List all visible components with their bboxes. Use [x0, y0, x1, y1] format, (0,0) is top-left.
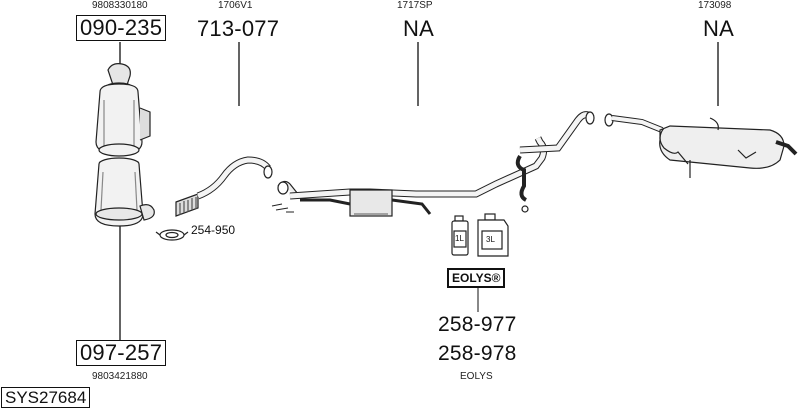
front-pipe-part	[175, 156, 273, 217]
additive-bottles	[451, 213, 509, 257]
part-code-258-977: 258-977	[438, 313, 517, 336]
centre-pipe-part	[271, 111, 595, 217]
part-ref-9808330180: 9808330180	[92, 0, 148, 11]
additive-name: EOLYS	[460, 371, 493, 382]
catalytic-converter-part	[95, 63, 151, 157]
part-code-na-rear: NA	[703, 16, 734, 41]
particle-filter-part	[94, 157, 155, 227]
system-id: SYS27684	[1, 387, 91, 408]
part-code-090-235: 090-235	[76, 15, 167, 41]
eolys-brand-box: EOLYS®	[447, 268, 506, 288]
bottle-1l-label: 1L	[455, 234, 464, 243]
part-code-713-077: 713-077	[197, 16, 280, 41]
part-ref-1706v1: 1706V1	[218, 0, 253, 11]
part-code-097-257: 097-257	[76, 340, 167, 366]
rear-silencer-part	[604, 113, 798, 178]
clamp-code: 254-950	[191, 223, 236, 237]
bottle-3l-label: 3L	[486, 235, 495, 244]
part-ref-173098: 173098	[698, 0, 732, 11]
part-code-na-centre: NA	[403, 16, 434, 41]
part-code-258-978: 258-978	[438, 342, 517, 365]
part-ref-9803421880: 9803421880	[92, 371, 148, 382]
clamp-part	[155, 229, 189, 241]
part-ref-1717sp: 1717SP	[397, 0, 433, 11]
